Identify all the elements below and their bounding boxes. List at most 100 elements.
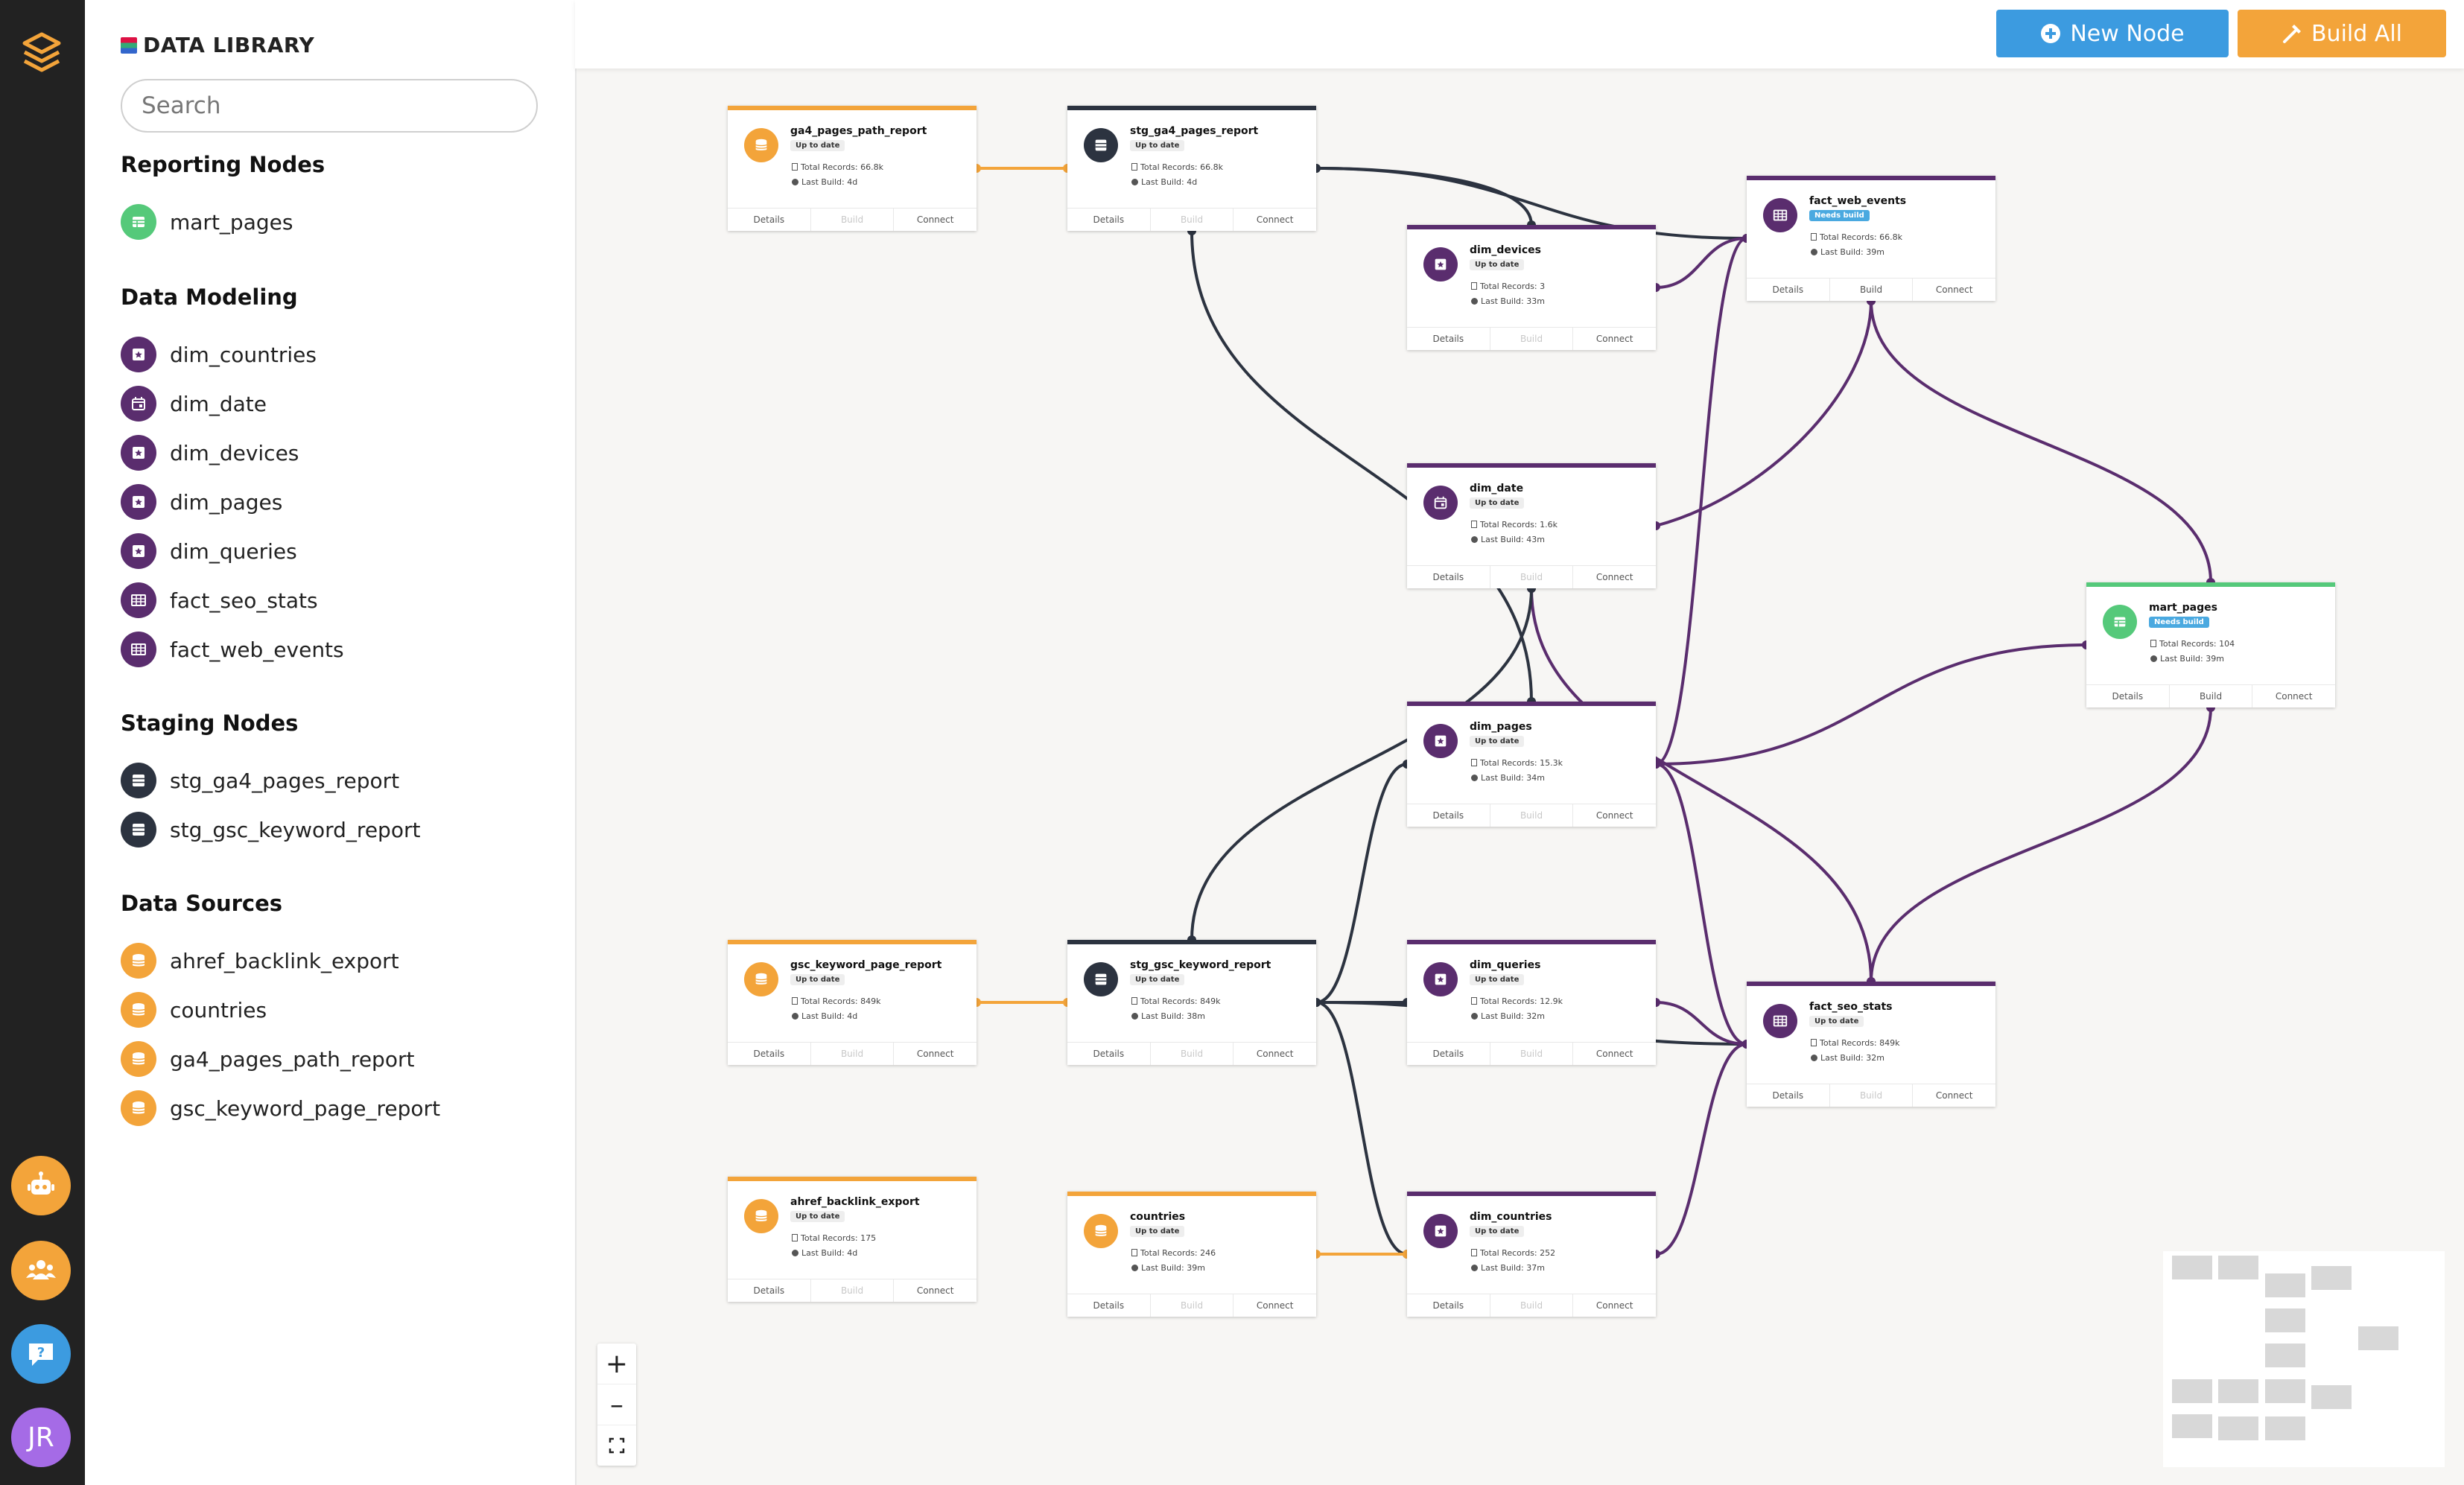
edge-dim-devices-to-fact-web-events[interactable]	[1655, 237, 1747, 289]
connect-button[interactable]: Connect	[916, 1049, 954, 1059]
node-color-bar	[1747, 982, 1995, 986]
details-button[interactable]: Details	[1407, 1043, 1490, 1065]
details-button[interactable]: Details	[728, 1279, 811, 1302]
details-button[interactable]: Details	[1067, 209, 1151, 231]
details-button[interactable]: Details	[2086, 685, 2170, 707]
library-item-fact-seo-stats[interactable]: fact_seo_stats	[121, 582, 318, 618]
build-button: Build	[1151, 1294, 1234, 1317]
library-item-stg-ga4-pages-report[interactable]: stg_ga4_pages_report	[121, 763, 399, 798]
total-records-text: Total Records: 66.8k	[1820, 232, 1902, 242]
library-section-title: Data Sources	[121, 891, 283, 916]
connect-button[interactable]: Connect	[1595, 810, 1633, 821]
library-item-dim-date[interactable]: dim_date	[121, 386, 267, 422]
library-item-ahref-backlink-export[interactable]: ahref_backlink_export	[121, 943, 399, 979]
library-item-dim-countries[interactable]: dim_countries	[121, 337, 317, 372]
edge-stg-gsc-keyword-report-to-dim-date[interactable]	[1190, 588, 1533, 941]
edge-stg-gsc-keyword-report-to-dim-pages[interactable]	[1315, 763, 1408, 1004]
details-button[interactable]: Details	[1407, 566, 1490, 588]
edge-fact-web-events-to-mart-pages[interactable]	[1870, 300, 2212, 583]
team-button[interactable]	[11, 1241, 71, 1300]
edge-dim-countries-to-fact-seo-stats[interactable]	[1655, 1043, 1747, 1256]
help-chat-button[interactable]: ?	[11, 1324, 71, 1384]
last-build: Last Build: 37m	[1471, 1263, 1545, 1273]
connect-button[interactable]: Connect	[916, 214, 954, 225]
ai-assistant-button[interactable]	[11, 1156, 71, 1215]
library-section-title: Data Modeling	[121, 284, 298, 310]
library-item-fact-web-events[interactable]: fact_web_events	[121, 632, 344, 667]
status-badge: Needs build	[2149, 617, 2209, 628]
fit-view-button[interactable]	[597, 1425, 636, 1466]
details-button[interactable]: Details	[1067, 1043, 1151, 1065]
details-button[interactable]: Details	[1747, 279, 1830, 301]
library-item-mart-pages[interactable]: mart_pages	[121, 204, 293, 240]
details-button[interactable]: Details	[1067, 1294, 1151, 1317]
new-node-button[interactable]: New Node	[1996, 10, 2229, 57]
connect-button[interactable]: Connect	[1256, 214, 1294, 225]
library-item-countries[interactable]: countries	[121, 992, 267, 1028]
connect-button[interactable]: Connect	[2275, 691, 2313, 702]
details-button[interactable]: Details	[728, 209, 811, 231]
app-logo-icon[interactable]	[20, 31, 63, 74]
edge-dim-pages-to-mart-pages[interactable]	[1655, 643, 2087, 766]
edge-fact-seo-stats-to-mart-pages[interactable]	[1870, 707, 2212, 982]
build-button[interactable]: Build	[1830, 279, 1914, 301]
details-button[interactable]: Details	[728, 1043, 811, 1065]
node-name: ahref_backlink_export	[790, 1196, 920, 1208]
library-item-dim-queries[interactable]: dim_queries	[121, 533, 297, 569]
zoom-in-button[interactable]: +	[597, 1344, 636, 1384]
library-item-dim-pages[interactable]: dim_pages	[121, 484, 282, 520]
library-item-stg-gsc-keyword-report[interactable]: stg_gsc_keyword_report	[121, 812, 420, 848]
library-item-dim-devices[interactable]: dim_devices	[121, 435, 299, 471]
connect-button[interactable]: Connect	[1595, 572, 1633, 582]
details-button[interactable]: Details	[1407, 804, 1490, 827]
build-button[interactable]: Build	[2170, 685, 2253, 707]
connect-button[interactable]: Connect	[916, 1285, 954, 1296]
library-item-gsc-keyword-page-report[interactable]: gsc_keyword_page_report	[121, 1090, 440, 1126]
library-search-input[interactable]	[121, 79, 538, 133]
details-button[interactable]: Details	[1407, 328, 1490, 350]
connect-button[interactable]: Connect	[1935, 284, 1973, 295]
details-button[interactable]: Details	[1407, 1294, 1490, 1317]
database-icon	[121, 992, 156, 1028]
build-all-button[interactable]: Build All	[2238, 10, 2446, 57]
clock-icon	[1131, 1013, 1138, 1020]
star-box-icon	[121, 435, 156, 471]
user-avatar[interactable]: JR	[11, 1408, 71, 1467]
connect-button[interactable]: Connect	[1256, 1049, 1294, 1059]
minimap[interactable]	[2163, 1251, 2445, 1467]
edge-stg-ga4-pages-report-to-dim-devices[interactable]	[1315, 167, 1533, 226]
edge-dim-pages-to-fact-web-events[interactable]	[1655, 237, 1747, 766]
edge-dim-date-to-fact-seo-stats[interactable]	[1530, 588, 1873, 982]
edge-dim-pages-to-fact-seo-stats[interactable]	[1655, 763, 1747, 1046]
node-name: fact_web_events	[1809, 195, 1907, 207]
edge-dim-queries-to-fact-seo-stats[interactable]	[1655, 1001, 1747, 1046]
connect-button[interactable]: Connect	[1595, 1300, 1633, 1311]
connect-button[interactable]: Connect	[1256, 1300, 1294, 1311]
connect-button[interactable]: Connect	[1595, 334, 1633, 344]
edge-dim-date-to-fact-web-events[interactable]	[1655, 300, 1873, 527]
connect-button[interactable]: Connect	[1595, 1049, 1633, 1059]
top-toolbar: New Node Build All	[575, 0, 2464, 69]
clock-icon	[1131, 1265, 1138, 1271]
edge-stg-ga4-pages-report-to-dim-pages[interactable]	[1190, 230, 1533, 702]
zoom-out-button[interactable]: –	[597, 1384, 636, 1425]
edge-stg-gsc-keyword-report-to-dim-countries[interactable]	[1315, 1001, 1408, 1256]
details-button[interactable]: Details	[1747, 1084, 1830, 1107]
connect-button[interactable]: Connect	[1935, 1090, 1973, 1101]
library-item-ga4-pages-path-report[interactable]: ga4_pages_path_report	[121, 1041, 414, 1077]
